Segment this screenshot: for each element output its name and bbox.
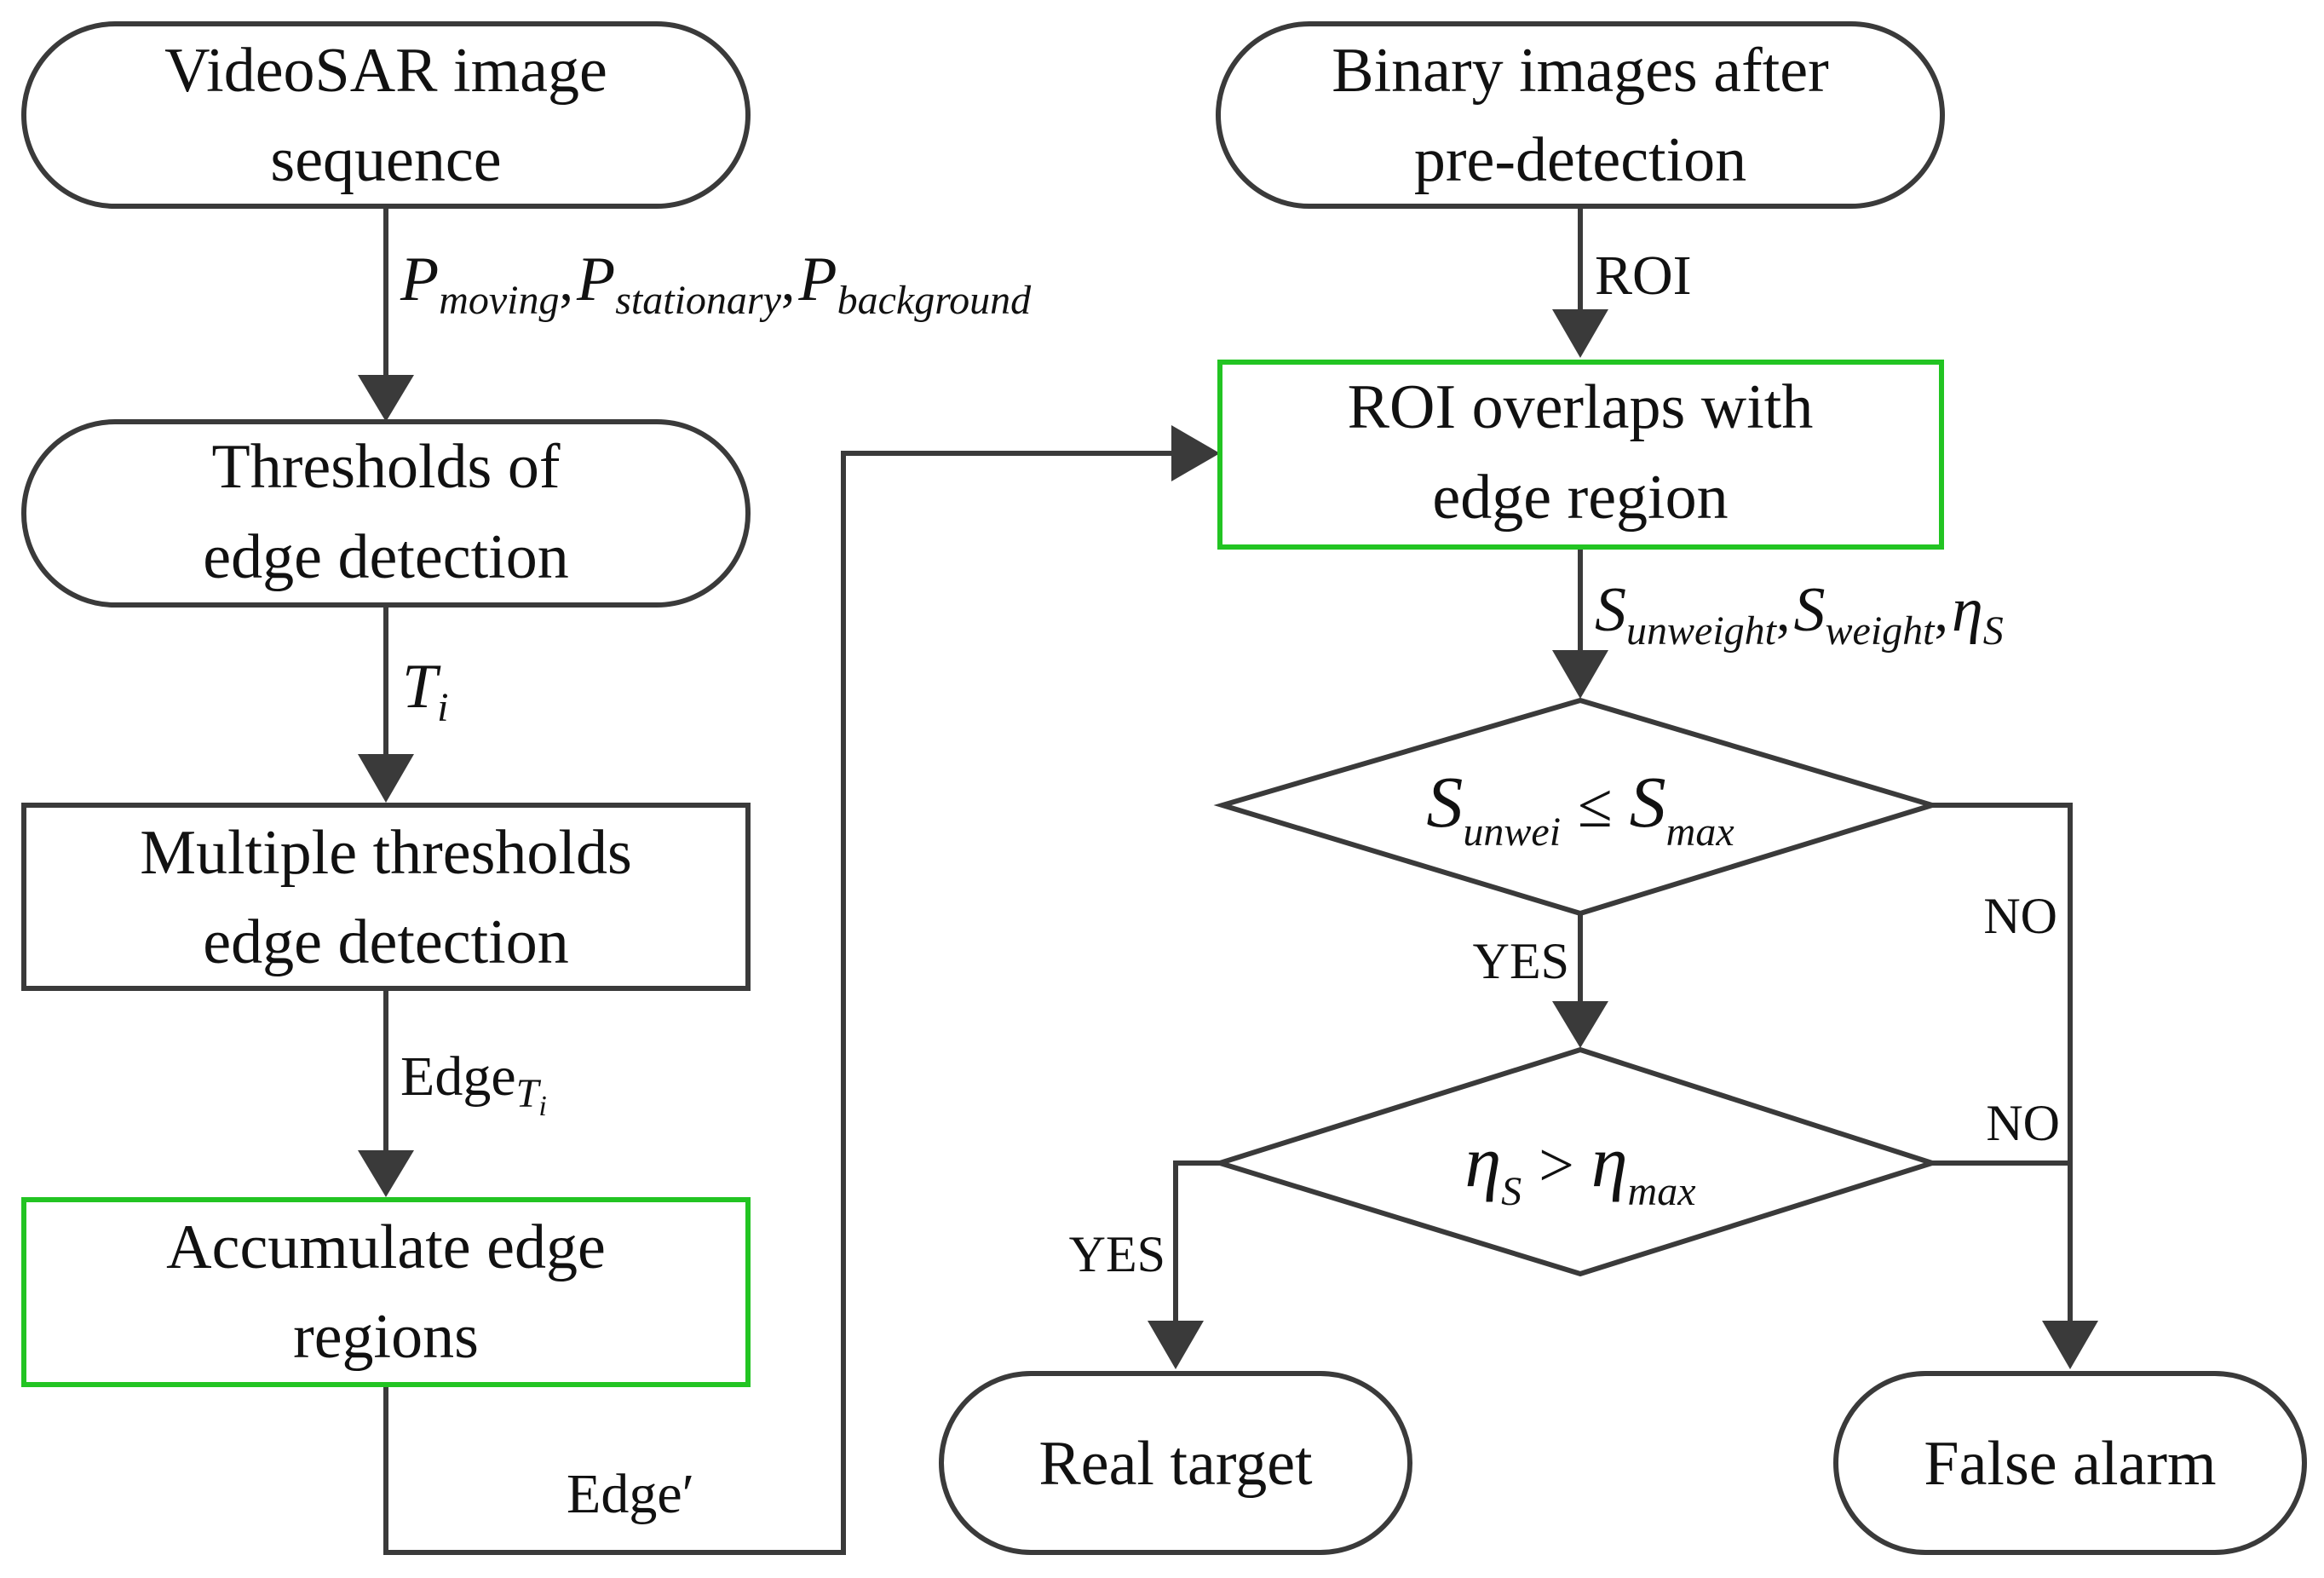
node-multi-threshold: Multiple thresholds edge detection: [21, 803, 751, 991]
decision-s-op: ≤: [1578, 771, 1613, 841]
edge-multi-to-accumulate: [358, 988, 414, 1197]
label-prob-p1-sub: moving: [439, 278, 559, 323]
label-no-2: NO: [1986, 1095, 2060, 1151]
label-areas: Sunweight,Sweight,ηS: [1595, 575, 2004, 654]
label-prob-p2: P: [576, 245, 615, 314]
label-areas-s2-sub: weight: [1826, 608, 1936, 654]
node-thresholds-line1: Thresholds of: [212, 432, 561, 502]
decision-s-rhs: S: [1630, 761, 1666, 843]
edge-roi-overlap-to-decision-s: [1552, 547, 1608, 699]
label-thresholds: Ti: [402, 652, 449, 730]
node-decision-eta-expression: ηS>ηmax: [1464, 1120, 1695, 1214]
node-decision-s: Sunwei≤Smax: [1213, 697, 1941, 917]
node-image-sequence-line1: VideoSAR image: [164, 36, 607, 106]
label-prob-p1: P: [400, 245, 439, 314]
label-areas-eta-sub: S: [1983, 608, 2004, 654]
label-yes-1: YES: [1473, 933, 1569, 989]
label-edge-ti-subsub: i: [538, 1091, 546, 1122]
label-probabilities: Pmoving,Pstationary,Pbackground: [400, 245, 1032, 323]
edge-binary-to-roi-overlap: [1552, 206, 1608, 358]
decision-s-lhs: S: [1426, 761, 1463, 843]
label-areas-sep1: ,: [1776, 581, 1791, 643]
label-prob-p3: P: [797, 245, 837, 314]
node-multi-threshold-line2: edge detection: [203, 907, 568, 977]
node-accumulate-line2: regions: [293, 1302, 479, 1372]
label-prob-p3-sub: background: [837, 278, 1033, 323]
decision-s-lhs-sub: unwei: [1463, 809, 1561, 855]
node-image-sequence: VideoSAR image sequence: [21, 21, 751, 209]
node-binary-images-line2: pre-detection: [1414, 125, 1746, 195]
label-prob-sep2: ,: [781, 251, 796, 313]
node-accumulate-line1: Accumulate edge: [166, 1212, 606, 1282]
node-false-alarm-label: False alarm: [1924, 1429, 2216, 1499]
decision-eta-rhs-sub: max: [1628, 1169, 1696, 1214]
label-areas-eta: η: [1952, 575, 1983, 645]
label-edge-prime: Edge′: [567, 1463, 694, 1525]
label-areas-s1: S: [1595, 575, 1626, 645]
label-areas-s1-sub: unweight: [1626, 608, 1778, 654]
node-thresholds: Thresholds of edge detection: [21, 419, 751, 608]
edge-decision-s-yes: [1552, 913, 1608, 1048]
node-roi-overlap-line2: edge region: [1432, 463, 1728, 533]
node-real-target-label: Real target: [1038, 1429, 1313, 1499]
node-multi-threshold-line1: Multiple thresholds: [140, 818, 632, 888]
decision-eta-lhs: η: [1464, 1120, 1501, 1202]
label-prob-sep1: ,: [560, 251, 574, 313]
node-false-alarm: False alarm: [1833, 1371, 2307, 1555]
edge-thresholds-to-multi: [358, 605, 414, 803]
node-real-target: Real target: [939, 1371, 1412, 1555]
decision-eta-lhs-sub: S: [1501, 1169, 1522, 1214]
label-areas-s2: S: [1794, 575, 1826, 645]
node-roi-overlap-line1: ROI overlaps with: [1348, 372, 1814, 442]
label-yes-2: YES: [1069, 1226, 1165, 1282]
node-binary-images: Binary images after pre-detection: [1216, 21, 1945, 209]
node-accumulate: Accumulate edge regions: [21, 1197, 751, 1387]
edge-sequence-to-thresholds: [358, 206, 414, 422]
node-decision-s-expression: Sunwei≤Smax: [1426, 761, 1734, 855]
label-no-1: NO: [1983, 888, 2057, 944]
label-areas-sep2: ,: [1935, 581, 1949, 643]
edge-decision-eta-yes: [1148, 1160, 1220, 1369]
label-prob-p2-sub: stationary: [615, 278, 781, 323]
label-roi: ROI: [1595, 245, 1692, 307]
label-edge-ti-sub: T: [516, 1071, 542, 1116]
edge-decision-s-no: [1932, 803, 2073, 1325]
node-decision-eta: ηS>ηmax: [1211, 1046, 1941, 1277]
node-binary-images-line1: Binary images after: [1332, 36, 1829, 106]
label-thresholds-sym: T: [402, 652, 441, 722]
edge-accumulate-to-roi-overlap: [383, 425, 1220, 1555]
node-thresholds-line2: edge detection: [203, 522, 568, 592]
decision-s-rhs-sub: max: [1666, 809, 1734, 855]
decision-eta-rhs: η: [1591, 1120, 1628, 1202]
node-image-sequence-line2: sequence: [270, 125, 501, 195]
edge-decision-eta-no: [1932, 1160, 2098, 1369]
label-edge-ti-text: Edge: [400, 1045, 516, 1108]
decision-eta-op: >: [1539, 1131, 1574, 1201]
label-thresholds-sub: i: [437, 685, 448, 730]
label-edge-ti: EdgeTi: [400, 1045, 547, 1122]
node-roi-overlap: ROI overlaps with edge region: [1217, 360, 1944, 550]
